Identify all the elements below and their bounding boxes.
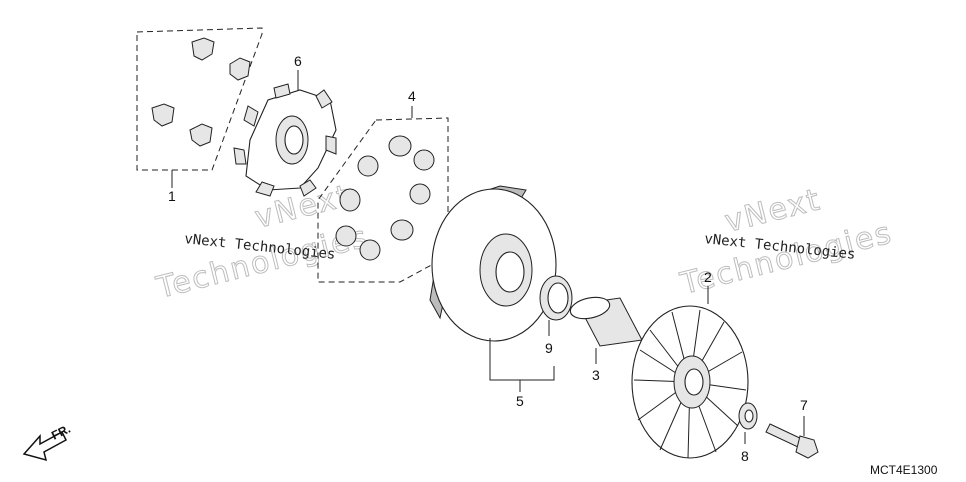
roller-set — [335, 135, 435, 261]
collar-end — [569, 296, 611, 320]
callout-3: 3 — [592, 367, 600, 383]
callout-6: 6 — [294, 53, 302, 69]
roller — [335, 225, 357, 247]
watermark-right-vnext: vNext — [721, 182, 824, 240]
part-7-bolt: 7 — [765, 397, 819, 459]
slider-piece — [189, 123, 213, 147]
part-1-group-box — [136, 27, 263, 171]
seal-ring-inner — [547, 282, 569, 314]
roller — [339, 188, 361, 212]
part-5-movable-drive-face: 5 — [429, 185, 557, 409]
part-4-group-box — [317, 117, 449, 283]
part-3-collar: 3 — [569, 296, 643, 383]
fan-bore — [684, 368, 704, 396]
direction-label: FR. — [49, 422, 73, 443]
part-4-weight-rollers: 4 — [317, 88, 449, 283]
roller — [413, 149, 435, 171]
ramp-plate-tabs — [233, 83, 337, 197]
slider-piece — [229, 57, 251, 81]
arrow-icon — [22, 430, 67, 462]
part-6-ramp-plate: 6 — [233, 53, 337, 197]
fan-blades — [633, 309, 747, 459]
drive-face-bore — [495, 251, 525, 293]
callout-1: 1 — [168, 188, 176, 204]
part-2-drive-face: 2 — [631, 269, 749, 459]
slider-piece — [191, 37, 215, 61]
callout-9: 9 — [545, 340, 553, 356]
callout-4: 4 — [408, 88, 416, 104]
diagram-code: MCT4E1300 — [870, 463, 938, 477]
roller — [390, 219, 414, 241]
washer-hole — [744, 409, 754, 423]
roller — [409, 183, 431, 205]
front-direction-indicator: FR. — [22, 422, 73, 462]
part-5-bracket — [489, 338, 555, 381]
part-1-slider-set: 1 — [136, 27, 263, 204]
part-8-washer: 8 — [738, 402, 758, 464]
bolt-head — [795, 435, 819, 459]
slider-piece — [151, 103, 175, 127]
callout-5: 5 — [516, 393, 524, 409]
part-9-seal: 9 — [539, 275, 573, 356]
roller — [359, 239, 381, 261]
callout-7: 7 — [800, 397, 808, 413]
watermark-right-technologies: Technologies — [676, 215, 896, 302]
callout-8: 8 — [741, 448, 749, 464]
callout-2: 2 — [704, 269, 712, 285]
roller — [388, 135, 412, 157]
ramp-plate-bore — [284, 125, 304, 155]
roller — [357, 155, 379, 177]
